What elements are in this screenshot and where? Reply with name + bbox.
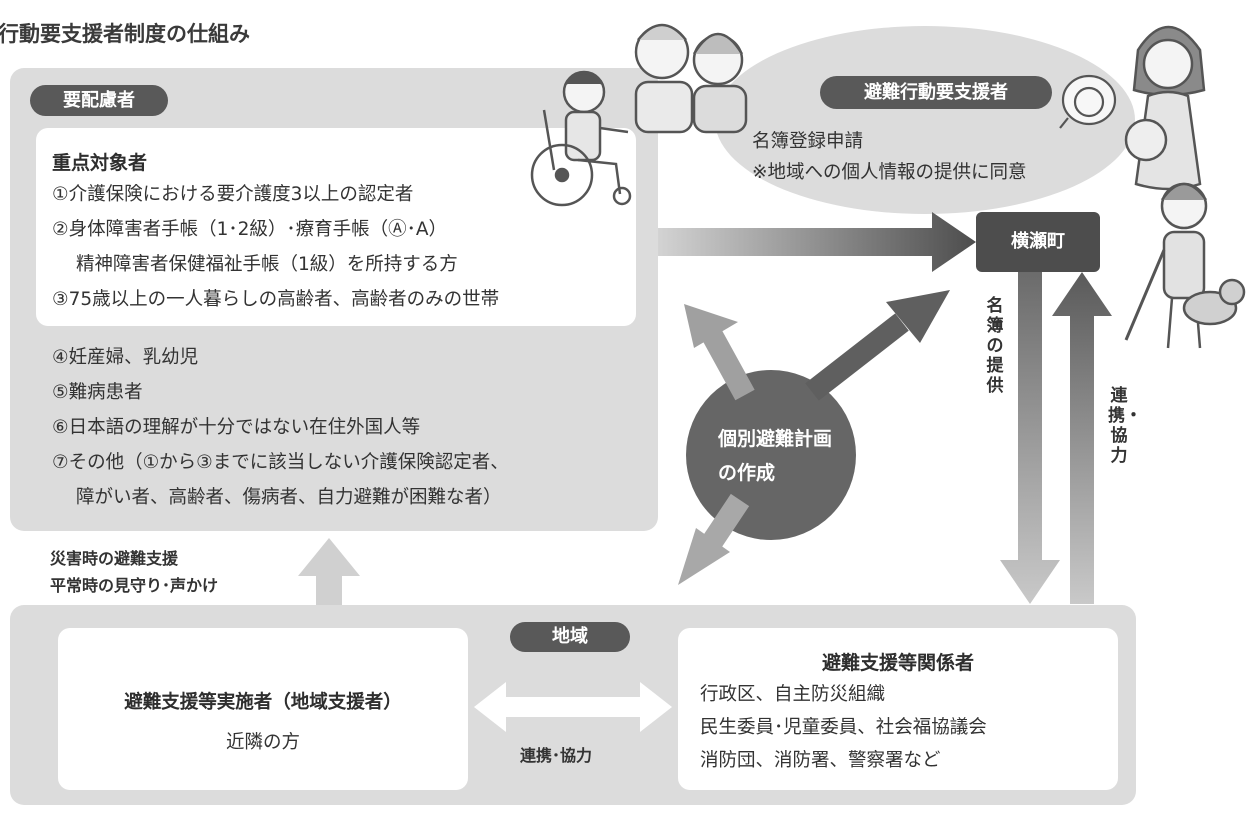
other-item: ⑤難病患者 bbox=[52, 382, 143, 403]
visually-impaired-person-with-guide-dog-icon bbox=[1124, 182, 1246, 349]
elderly-couple-icon bbox=[634, 23, 748, 134]
pregnant-woman-icon bbox=[1124, 25, 1206, 191]
disaster-support-label: 災害時の避難支援 bbox=[50, 549, 179, 568]
implementer-title: 避難支援等実施者（地域支援者） bbox=[124, 692, 402, 713]
consent-note: ※地域への個人情報の提供に同意 bbox=[752, 162, 1027, 183]
other-item: ⑦その他（①から③までに該当しない介護保険認定者、 bbox=[52, 452, 509, 473]
other-item: ④妊産婦、乳幼児 bbox=[52, 347, 199, 368]
daily-watch-label: 平常時の見守り･声かけ bbox=[50, 576, 219, 595]
circle-arrow-upper-left bbox=[684, 304, 755, 401]
implementer-sub: 近隣の方 bbox=[225, 732, 300, 753]
related-item: 消防団、消防署、警察署など bbox=[700, 750, 941, 771]
diagram-title: 行動要支援者制度の仕組み bbox=[0, 22, 250, 46]
wheelchair-user-icon bbox=[530, 70, 632, 207]
individual-plan-line1: 個別避難計画 bbox=[718, 428, 833, 450]
individual-plan-circle: 個別避難計画 の作成 bbox=[686, 370, 856, 540]
focus-item: ①介護保険における要介護度3以上の認定者 bbox=[52, 184, 414, 205]
focus-item: 精神障害者保健福祉手帳（1級）を所持する方 bbox=[76, 254, 458, 275]
community-badge: 地域 bbox=[510, 622, 630, 652]
focus-item: ③75歳以上の一人暮らしの高齢者、高齢者のみの世帯 bbox=[52, 289, 500, 310]
cooperation-label-bottom: 連携･協力 bbox=[520, 746, 593, 765]
arrow-cooperation-up bbox=[1052, 272, 1112, 604]
related-item: 行政区、自主防災組織 bbox=[700, 684, 886, 705]
arrow-to-town bbox=[658, 212, 976, 272]
town-box: 横瀬町 bbox=[976, 212, 1100, 272]
arrow-support-up bbox=[298, 538, 360, 605]
focus-target-title: 重点対象者 bbox=[52, 152, 148, 174]
related-parties-box bbox=[678, 628, 1118, 790]
circle-arrow-lower-left bbox=[678, 493, 750, 585]
care-needed-badge: 要配慮者 bbox=[30, 85, 168, 116]
related-item: 民生委員･児童委員、社会福協議会 bbox=[700, 717, 987, 738]
double-arrow-cooperation bbox=[474, 682, 672, 732]
individual-plan-line2: の作成 bbox=[718, 462, 776, 484]
related-parties-title: 避難支援等関係者 bbox=[821, 652, 974, 674]
registration-text: 名簿登録申請 bbox=[752, 131, 864, 152]
other-item: ⑥日本語の理解が十分ではない在住外国人等 bbox=[52, 417, 421, 438]
implementer-box bbox=[58, 628, 468, 790]
other-item: 障がい者、高齢者、傷病者、自力避難が困難な者） bbox=[76, 487, 502, 508]
arrow-list-provision bbox=[1000, 272, 1060, 604]
baby-icon bbox=[1059, 74, 1117, 129]
focus-item: ②身体障害者手帳（1･2級）･療育手帳（Ⓐ･A） bbox=[52, 219, 448, 240]
circle-arrow-upper-right bbox=[805, 290, 950, 401]
list-provision-label: 名簿の提供 bbox=[986, 296, 1004, 396]
evacuation-support-badge: 避難行動要支援者 bbox=[820, 76, 1052, 109]
